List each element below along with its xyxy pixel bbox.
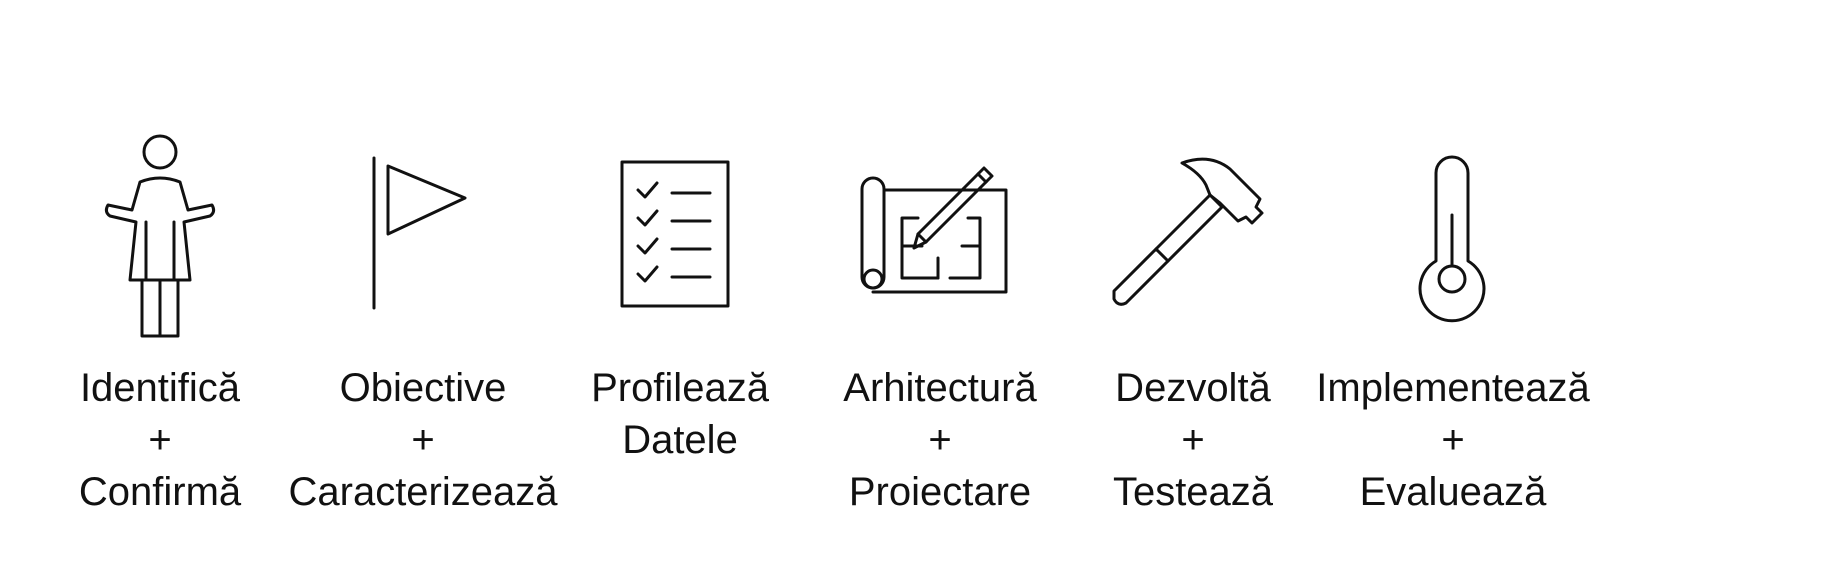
hammer-icon [1112,157,1264,306]
blueprint-icon [860,166,1008,294]
step-objectives-label: Obiective + Caracterizează [288,366,558,514]
step-develop-label: Dezvoltă + Testează [1112,366,1274,514]
step-identify: Identifică + Confirmă [0,0,320,576]
thermometer-icon [1418,155,1486,323]
flag-icon [372,156,467,310]
step-identify-label: Identifică + Confirmă [78,366,242,514]
step-profile-label: Profilează Datele [591,366,769,462]
step-implement-label: Implementează + Evaluează [1316,366,1590,514]
person-icon [104,134,216,338]
step-architecture-label: Arhitectură + Proiectare [843,366,1037,514]
checklist-icon [620,160,730,308]
